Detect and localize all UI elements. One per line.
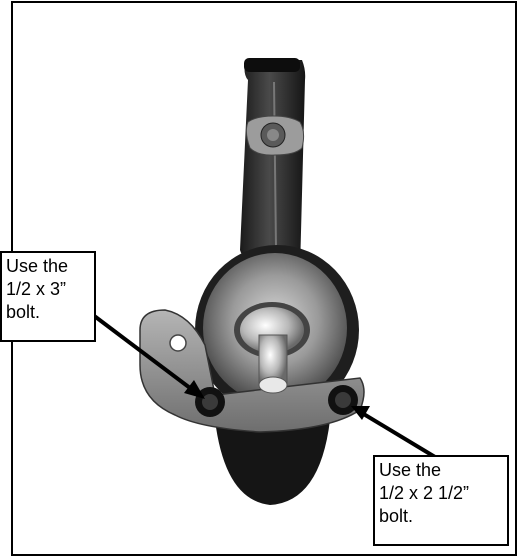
left-bolt-head-shape (202, 394, 218, 410)
callout-right-line-3: bolt. (379, 506, 414, 526)
callout-left-line-2: 1/2 x 3” (6, 279, 67, 299)
callout-left-label: Use the 1/2 x 3” bolt. (0, 251, 96, 342)
callout-right-line-2: 1/2 x 2 1/2” (379, 483, 470, 503)
lower-cone-shape (215, 420, 330, 505)
plate-hole-shape (169, 334, 187, 352)
callout-left-line-1: Use the (6, 256, 69, 276)
left-arrow-line (91, 313, 200, 396)
spindle-collar-shape (240, 307, 304, 353)
left-arrow-head (184, 380, 205, 399)
right-arrow-head (351, 406, 370, 420)
spindle-tip-shape (258, 376, 288, 394)
callout-right-label: Use the 1/2 x 2 1/2” bolt. (373, 455, 509, 546)
callout-left-line-3: bolt. (6, 302, 41, 322)
arm-highlight-shape (273, 81, 277, 251)
right-bolt-head-shape (335, 392, 351, 408)
upper-bolt-center-shape (267, 129, 279, 141)
right-arrow-line (355, 408, 442, 462)
callout-right-line-1: Use the (379, 460, 442, 480)
steering-arm-shape (240, 60, 306, 270)
arm-top-cap-shape (244, 58, 300, 72)
